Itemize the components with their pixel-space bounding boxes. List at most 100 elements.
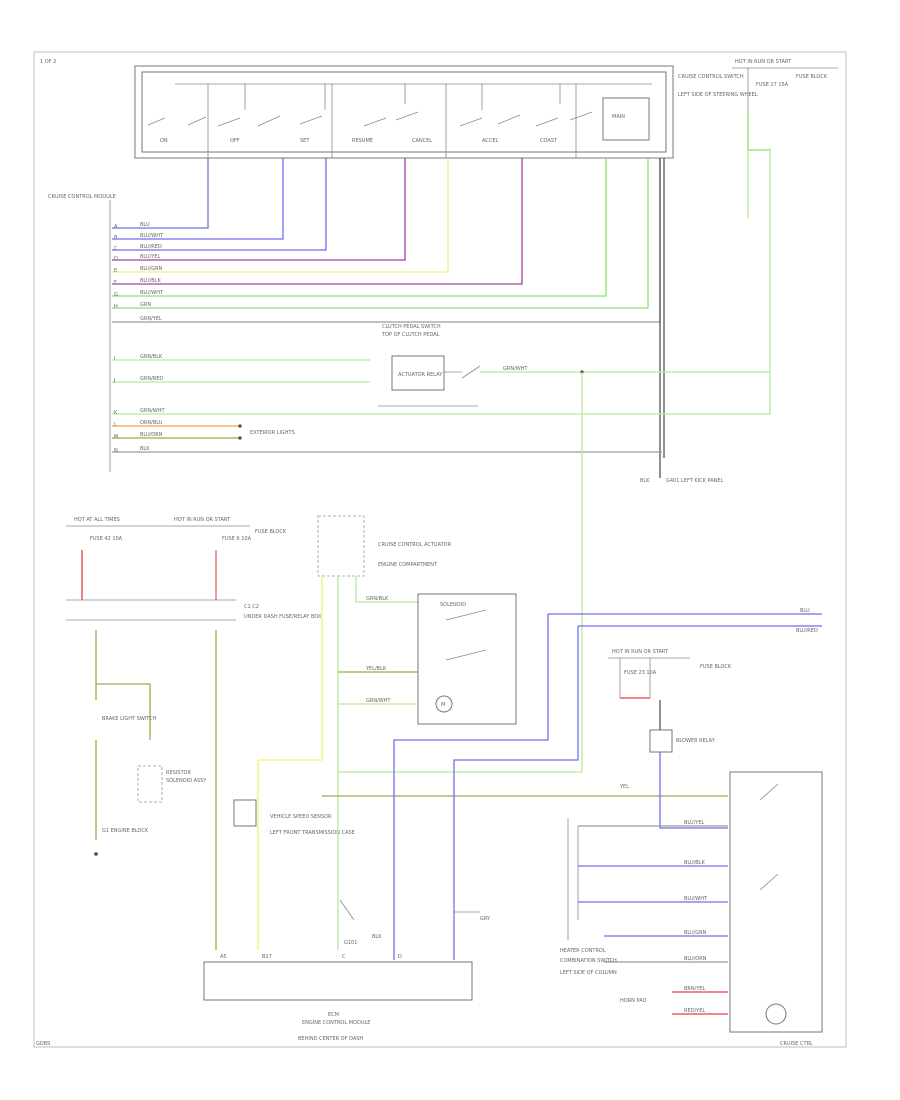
wire-top-6: BLU/WHT <box>140 290 164 296</box>
comb-wire-4: BLU/ORN <box>684 956 707 962</box>
clutch-switch-label: CLUTCH PEDAL SWITCH <box>382 324 441 330</box>
actuator-relay-label: ACTUATOR RELAY <box>398 372 443 378</box>
comb-wire-2: BLU/WHT <box>684 896 708 902</box>
fuse-pair-block: FUSE BLOCK <box>255 529 287 535</box>
wire-actuator-c <box>355 576 418 603</box>
lower-wire-1: ORN/BLU <box>140 420 163 426</box>
wire-to-ecm-a <box>338 372 583 773</box>
solenoid-wire-mid: YEL/BLK <box>365 666 387 672</box>
solenoid-box <box>417 593 517 725</box>
module-pin-j: J <box>113 378 115 384</box>
actuator-label: CRUISE CONTROL ACTUATOR <box>378 542 452 548</box>
horn-note: HORN PAD <box>620 998 647 1004</box>
control-module-label: CRUISE CONTROL MODULE <box>48 194 116 200</box>
wire-relay-out <box>480 148 771 373</box>
wire-top-7: GRN <box>140 302 151 308</box>
solenoid-wire-low: GRN/WHT <box>366 698 391 704</box>
fuse-top-right-fuse: FUSE 27 15A <box>756 82 789 88</box>
relay-wire-c: GRN/WHT <box>503 366 528 372</box>
right-wire-blu: BLU <box>800 608 810 614</box>
ecm-wire-blk: BLK <box>372 934 382 940</box>
actuator-relay-box <box>391 355 445 391</box>
wire-brake-b <box>96 683 151 740</box>
wire-blue-right-b <box>453 626 579 960</box>
diagram-frame <box>33 51 847 1048</box>
ecm-pin-d: D <box>398 954 402 960</box>
comb-wire-1: BLU/BLK <box>684 860 706 866</box>
fuse-pair-left-hot: HOT AT ALL TIMES <box>74 517 120 523</box>
ground-left-wire: BLK <box>640 478 650 484</box>
ecm-box <box>203 961 473 1001</box>
wire-i <box>112 158 661 323</box>
lower-wire-0: GRN/WHT <box>140 408 165 414</box>
wire-k <box>112 372 771 415</box>
wire-c <box>112 158 327 251</box>
switch-label-5: ACCEL <box>482 138 498 144</box>
module-pin-c: C <box>114 246 118 252</box>
page-label: 1 OF 2 <box>40 59 56 65</box>
ecm-sub-label: ENGINE CONTROL MODULE <box>302 1020 370 1026</box>
module-pin-h: H <box>114 304 118 310</box>
module-pin-k: K <box>114 410 118 416</box>
relay-wire-b: GRN/RED <box>140 376 163 382</box>
switch-label-1: OFF <box>230 138 240 144</box>
wire-d <box>112 158 406 261</box>
blower-relay-label: BLOWER RELAY <box>676 738 716 744</box>
solenoid-motor-label: M <box>441 702 445 708</box>
right-fuse-hot: HOT IN RUN OR START <box>612 649 669 655</box>
wire-blue-long <box>393 614 549 960</box>
wire-top-2: BLU/RED <box>140 244 162 250</box>
switch-label-2: SET <box>300 138 310 144</box>
combination-switch-box <box>729 771 823 1033</box>
wire-g <box>112 158 607 297</box>
ecm-wire-gry: GRY <box>480 916 491 922</box>
resistor-box <box>137 765 163 803</box>
module-pin-m: M <box>114 434 118 440</box>
right-fuse-block: FUSE BLOCK <box>700 664 732 670</box>
actuator-outline <box>317 515 365 577</box>
lower-wire-3: BLK <box>140 446 150 452</box>
clutch-switch-sublabel: TOP OF CLUTCH PEDAL <box>381 332 440 338</box>
switch-block-label: HEATER CONTROL <box>560 948 606 954</box>
wire-actuator-a <box>258 576 323 761</box>
module-pin-f: F <box>114 280 117 286</box>
ecm-pin-c: C <box>342 954 346 960</box>
blower-relay <box>649 729 673 753</box>
wire-top-4: BLU/GRN <box>140 266 163 272</box>
solenoid-wire-top: GRN/BLK <box>366 596 389 602</box>
wire-top-0: BLU <box>140 222 150 228</box>
module-pin-i: I <box>114 356 115 362</box>
wire-b <box>112 158 284 240</box>
ground-left-label: G401 LEFT KICK PANEL <box>666 478 724 484</box>
control-switch-inner <box>141 71 667 153</box>
switch-group <box>147 84 650 158</box>
wire-h <box>112 158 649 309</box>
comb-wire-0: BLU/YEL <box>684 820 705 826</box>
fuse-pair-fuse-a: FUSE 42 10A <box>90 536 123 542</box>
wire-blower-out <box>659 752 728 829</box>
module-pin-l: L <box>114 422 117 428</box>
ecm-location: BEHIND CENTER OF DASH <box>298 1036 363 1042</box>
fuse-pair-connector: C1 C2 <box>244 604 259 610</box>
wire-top-8: GRN/YEL <box>140 316 162 322</box>
horn-wire-1: RED/YEL <box>684 1008 705 1014</box>
module-pin-g: G <box>114 292 118 298</box>
lower-wire-2: BLU/ORN <box>140 432 163 438</box>
left-ground: G1 ENGINE BLOCK <box>102 828 149 834</box>
fuse-top-right-block: FUSE BLOCK <box>796 74 828 80</box>
solenoid-label: SOLENOID <box>440 602 466 608</box>
ecm-label: ECM <box>328 1012 339 1018</box>
actuator-note: ENGINE COMPARTMENT <box>378 562 438 568</box>
fuse-top-right-hot: HOT IN RUN OR START <box>735 59 792 65</box>
ecm-pin-a: A5 <box>220 954 227 960</box>
fuse-pair-fuse-b: FUSE 6 10A <box>222 536 252 542</box>
wire-e <box>112 158 449 273</box>
right-wire-blu-red: BLU/RED <box>796 628 818 634</box>
module-pin-a: A <box>114 224 118 230</box>
switch-label-4: CANCEL <box>412 138 432 144</box>
wire-top-3: BLU/YEL <box>140 254 161 260</box>
right-wire-yel: YEL <box>619 784 629 790</box>
module-pin-b: B <box>114 235 118 241</box>
control-switch-sublabel: LEFT SIDE OF STEERING WHEEL <box>678 92 758 98</box>
relay-wire-a: GRN/BLK <box>140 354 163 360</box>
